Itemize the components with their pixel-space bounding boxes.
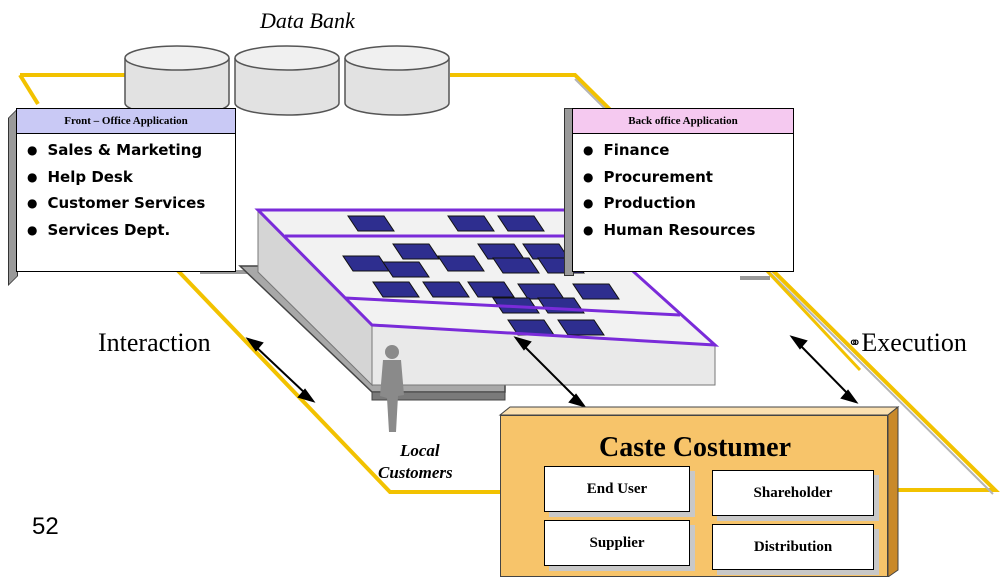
data-bank-label: Data Bank: [260, 8, 355, 33]
database-cylinder-icon: [124, 45, 230, 116]
back-office-box: Back office Application Finance Procurem…: [564, 108, 794, 276]
front-office-item: Help Desk: [27, 165, 235, 192]
grid-outline: [254, 208, 720, 347]
grid-tile: [557, 319, 605, 336]
page-number: 52: [32, 513, 59, 540]
grid-tile: [372, 281, 420, 298]
grid-tile: [467, 281, 515, 298]
interaction-label: Interaction: [98, 328, 211, 357]
local-customers-label: Local: [400, 440, 440, 462]
back-office-item: Production: [583, 191, 793, 218]
grid-tile: [422, 281, 470, 298]
front-office-item: Services Dept.: [27, 218, 235, 245]
role-end-user: End User: [544, 466, 690, 512]
role-shareholder: Shareholder: [712, 470, 874, 516]
person-silhouette-icon: [380, 345, 404, 432]
grid-tile: [437, 255, 485, 272]
platform-base-side: [371, 391, 506, 401]
back-office-panel: Back office Application Finance Procurem…: [572, 108, 794, 272]
grid-tile: [347, 215, 395, 232]
back-office-item: Procurement: [583, 165, 793, 192]
front-office-item: Sales & Marketing: [27, 138, 235, 165]
interaction-arrow-icon: [245, 337, 316, 403]
outer-ring-bottom-left: [113, 203, 510, 494]
grid-tile: [492, 257, 540, 274]
local-customers-line: Customers: [378, 463, 453, 482]
front-office-box: Front – Office Application Sales & Marke…: [8, 108, 236, 286]
front-office-title: Front – Office Application: [17, 109, 235, 134]
center-arrow-icon: [513, 336, 587, 408]
database-cylinder-icon: [234, 45, 340, 116]
grid-tile: [392, 243, 440, 260]
back-office-item: Finance: [583, 138, 793, 165]
front-office-item: Customer Services: [27, 191, 235, 218]
execution-label: Execution: [861, 328, 967, 357]
lightbulb-icon: ⚭: [848, 335, 862, 352]
execution-arrow-icon: [789, 335, 859, 404]
front-office-panel: Front – Office Application Sales & Marke…: [16, 108, 236, 272]
outer-ring-right-top: [450, 73, 1000, 492]
execution-label-group: ⚭Execution: [848, 328, 967, 358]
back-office-list: Finance Procurement Production Human Res…: [573, 134, 793, 244]
back-office-title: Back office Application: [573, 109, 793, 134]
grid-tile: [382, 261, 430, 278]
front-office-list: Sales & Marketing Help Desk Customer Ser…: [17, 134, 235, 244]
outer-ring-left: [18, 73, 40, 106]
database-cylinder-icon: [344, 45, 450, 116]
grid-line: [344, 296, 681, 317]
grid-tile: [447, 215, 495, 232]
caste-box-side: [887, 405, 899, 578]
role-distribution: Distribution: [712, 524, 874, 570]
back-office-item: Human Resources: [583, 218, 793, 245]
role-supplier: Supplier: [544, 520, 690, 566]
local-customers-line: Local: [400, 441, 440, 460]
caste-box-top: [498, 406, 900, 416]
grid-tile: [497, 215, 545, 232]
caste-costumer-title: Caste Costumer: [598, 432, 792, 463]
grid-tile: [572, 283, 620, 300]
